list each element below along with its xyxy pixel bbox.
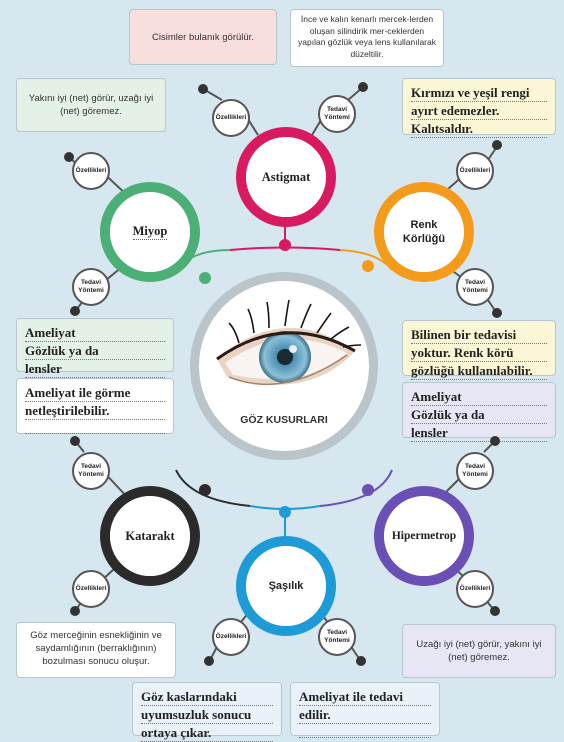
hipermetrop-treatment-box: Ameliyat Gözlük ya da lensler	[402, 382, 556, 442]
miyop-treatment-pin: Tedavi Yöntemi	[72, 268, 110, 306]
katarakt-treatment-line: netleştirilebilir.	[25, 402, 165, 420]
renk-treatment-line: yoktur. Renk körü	[411, 344, 547, 362]
eye-illustration: GÖZ KUSURLARI	[199, 281, 369, 451]
sasilik-label: Şaşılık	[268, 580, 304, 592]
eye-icon	[216, 299, 362, 386]
katarakt-node: Katarakt	[100, 486, 200, 586]
sasilik-treatment-line: edilir.	[299, 706, 431, 724]
miyop-features-text: Yakını iyi (net) görür, uzağı iyi (net) …	[28, 93, 154, 117]
pin-end-dot	[198, 84, 208, 94]
katarakt-features-pin: Özellikleri	[72, 570, 110, 608]
pin-end-dot	[64, 152, 74, 162]
pin-end-dot	[70, 306, 80, 316]
renk-features-line: Kalıtsaldır.	[411, 120, 547, 138]
sasilik-treatment-pin: Tedavi Yöntemi	[318, 618, 356, 656]
pin-end-dot	[358, 82, 368, 92]
renk-features-line: Kırmızı ve yeşil rengi	[411, 84, 547, 102]
pin-end-dot	[70, 606, 80, 616]
astigmat-node: Astigmat	[236, 127, 336, 227]
katarakt-treatment-box: Ameliyat ile görme netleştirilebilir.	[16, 378, 174, 434]
astigmat-features-box: Cisimler bulanık görülür.	[129, 9, 277, 65]
sasilik-node: Şaşılık	[236, 536, 336, 636]
miyop-treatment-line: Ameliyat	[25, 324, 165, 342]
sasilik-features-line: uyumsuzluk sonucu	[141, 706, 273, 724]
pin-end-dot	[492, 308, 502, 318]
renk-features-box: Kırmızı ve yeşil rengi ayırt edemezler. …	[402, 78, 556, 138]
sasilik-treatment-box: Ameliyat ile tedavi edilir.	[290, 682, 440, 738]
pin-end-dot	[204, 656, 214, 666]
miyop-label: Miyop	[132, 224, 168, 240]
hipermetrop-features-box: Uzağı iyi (net) görür, yakını iyi (net) …	[402, 624, 556, 678]
astigmat-treatment-box: İnce ve kalın kenarlı mercek-lerden oluş…	[290, 9, 444, 67]
astigmat-features-pin: Özellikleri	[212, 99, 250, 137]
center-title: GÖZ KUSURLARI	[240, 414, 328, 426]
hipermetrop-treatment-line: lensler	[411, 424, 547, 442]
pin-end-dot	[70, 436, 80, 446]
pin-end-dot	[492, 140, 502, 150]
miyop-features-pin: Özellikleri	[72, 152, 110, 190]
renk-label-line2: Körlüğü	[402, 233, 446, 245]
hipermetrop-label: Hipermetrop	[391, 530, 457, 542]
hipermetrop-treatment-line: Gözlük ya da	[411, 406, 547, 424]
miyop-treatment-line: Gözlük ya da	[25, 342, 165, 360]
miyop-node: Miyop	[100, 182, 200, 282]
pin-end-dot	[356, 656, 366, 666]
renk-features-pin: Özellikleri	[456, 152, 494, 190]
astigmat-treatment-pin: Tedavi Yöntemi	[318, 95, 356, 133]
sasilik-treatment-line	[299, 724, 431, 738]
hipermetrop-treatment-pin: Tedavi Yöntemi	[456, 452, 494, 490]
katarakt-features-box: Göz merceğinin esnekliğinin ve saydamlığ…	[16, 622, 176, 678]
astigmat-treatment-text: İnce ve kalın kenarlı mercek-lerden oluş…	[298, 14, 436, 59]
renk-features-line: ayırt edemezler.	[411, 102, 547, 120]
katarakt-features-text: Göz merceğinin esnekliğinin ve saydamlığ…	[30, 630, 162, 667]
hipermetrop-node: Hipermetrop	[374, 486, 474, 586]
renk-treatment-line: Bilinen bir tedavisi	[411, 326, 547, 344]
sasilik-features-pin: Özellikleri	[212, 618, 250, 656]
renk-label-line1: Renk	[410, 219, 438, 231]
hipermetrop-features-text: Uzağı iyi (net) görür, yakını iyi (net) …	[416, 639, 542, 663]
astigmat-features-text: Cisimler bulanık görülür.	[152, 31, 254, 43]
sasilik-features-line: Göz kaslarındaki	[141, 688, 273, 706]
renk-treatment-line: gözlüğü kullanılabilir.	[411, 362, 547, 380]
katarakt-treatment-pin: Tedavi Yöntemi	[72, 452, 110, 490]
renk-treatment-pin: Tedavi Yöntemi	[456, 268, 494, 306]
pin-end-dot	[490, 436, 500, 446]
sasilik-treatment-line: Ameliyat ile tedavi	[299, 688, 431, 706]
miyop-features-box: Yakını iyi (net) görür, uzağı iyi (net) …	[16, 78, 166, 132]
hipermetrop-treatment-line: Ameliyat	[411, 388, 547, 406]
miyop-treatment-line: lensler	[25, 360, 165, 378]
center-node: GÖZ KUSURLARI	[190, 272, 378, 460]
miyop-treatment-box: Ameliyat Gözlük ya da lensler	[16, 318, 174, 378]
katarakt-treatment-line: Ameliyat ile görme	[25, 384, 165, 402]
pin-end-dot	[490, 606, 500, 616]
sasilik-features-box: Göz kaslarındaki uyumsuzluk sonucu ortay…	[132, 682, 282, 742]
astigmat-label: Astigmat	[261, 169, 311, 184]
katarakt-treatment-line	[25, 420, 165, 434]
hipermetrop-features-pin: Özellikleri	[456, 570, 494, 608]
sasilik-features-line: ortaya çıkar.	[141, 724, 273, 742]
renk-treatment-box: Bilinen bir tedavisi yoktur. Renk körü g…	[402, 320, 556, 380]
katarakt-label: Katarakt	[125, 528, 175, 543]
